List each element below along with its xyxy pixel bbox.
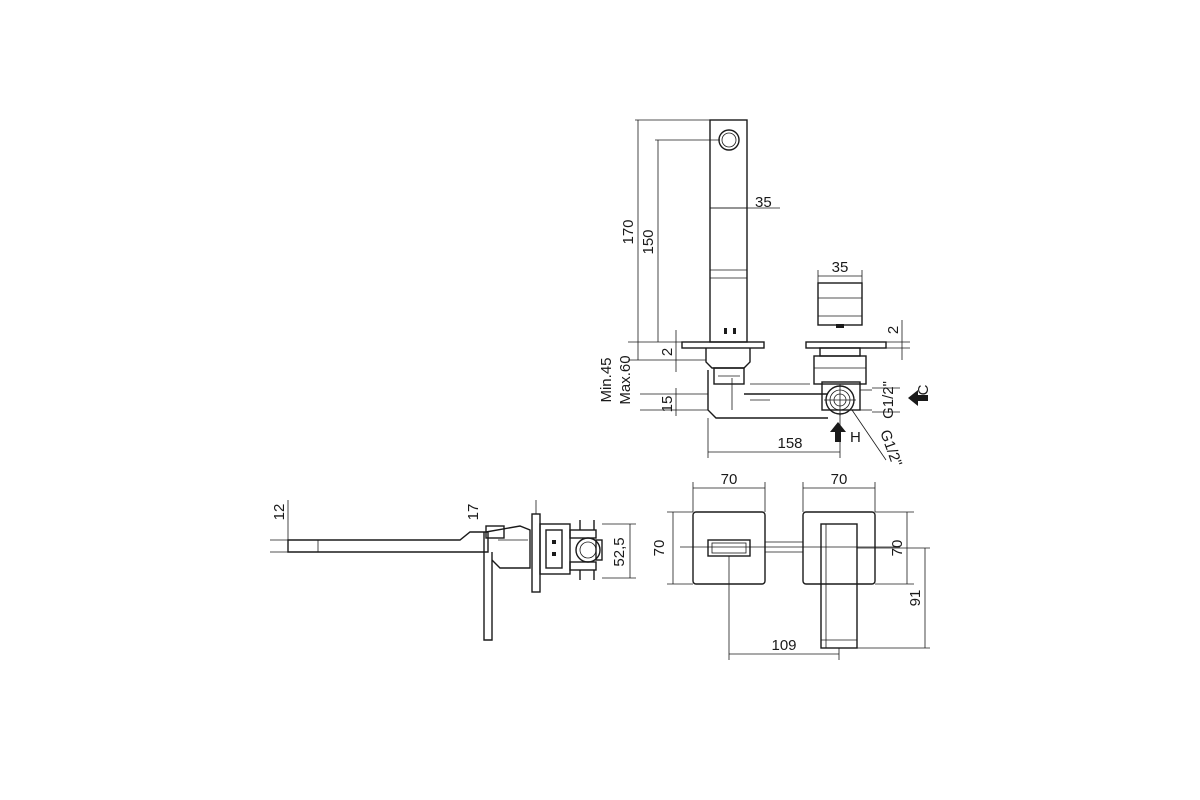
- dim-front-70-right: 70: [831, 471, 848, 488]
- dim-15: 15: [659, 396, 676, 413]
- dim-109: 109: [771, 637, 796, 654]
- handle-body: [817, 282, 863, 326]
- dim-plate-right: 2: [885, 326, 902, 334]
- dim-front-70-left: 70: [721, 471, 738, 488]
- side-plate: [531, 513, 541, 593]
- dim-spout-width: 35: [755, 194, 772, 211]
- dim-front-height-right: 70: [889, 540, 906, 557]
- dim-wall-max: Max.60: [617, 355, 634, 404]
- top-elevation-view: 170 150 35 35 2 2 Min.45 Max.60 15 158 G…: [598, 119, 932, 469]
- body-pipe: [707, 370, 828, 419]
- dim-158: 158: [777, 435, 802, 452]
- dim-front-height-left: 70: [651, 540, 668, 557]
- side-lever: [483, 532, 493, 641]
- dim-17: 17: [465, 504, 482, 521]
- hot-thread: G1/2": [876, 428, 905, 469]
- spout-plate: [681, 341, 765, 349]
- dim-52-5: 52,5: [611, 537, 628, 566]
- front-spout-outlet: [707, 539, 751, 557]
- dim-handle-width: 35: [832, 259, 849, 276]
- dim-wall-min: Min.45: [598, 357, 615, 402]
- hot-label: H: [850, 429, 861, 446]
- dim-plate-left: 2: [659, 348, 676, 356]
- dim-91: 91: [907, 590, 924, 607]
- spout-body: [709, 119, 748, 343]
- dim-170: 170: [620, 219, 637, 244]
- cold-inlet-arrow-icon: [908, 390, 928, 406]
- front-view: 70 70 70 70 91 109: [651, 471, 930, 660]
- cold-label: C: [915, 384, 932, 395]
- hot-inlet-arrow-icon: [830, 422, 846, 442]
- side-view: 12 17 52,5: [270, 500, 636, 641]
- handle-plate: [805, 341, 887, 349]
- dim-150: 150: [640, 229, 657, 254]
- front-lever: [820, 523, 858, 649]
- dim-12: 12: [271, 504, 288, 521]
- cold-thread: G1/2": [880, 381, 897, 419]
